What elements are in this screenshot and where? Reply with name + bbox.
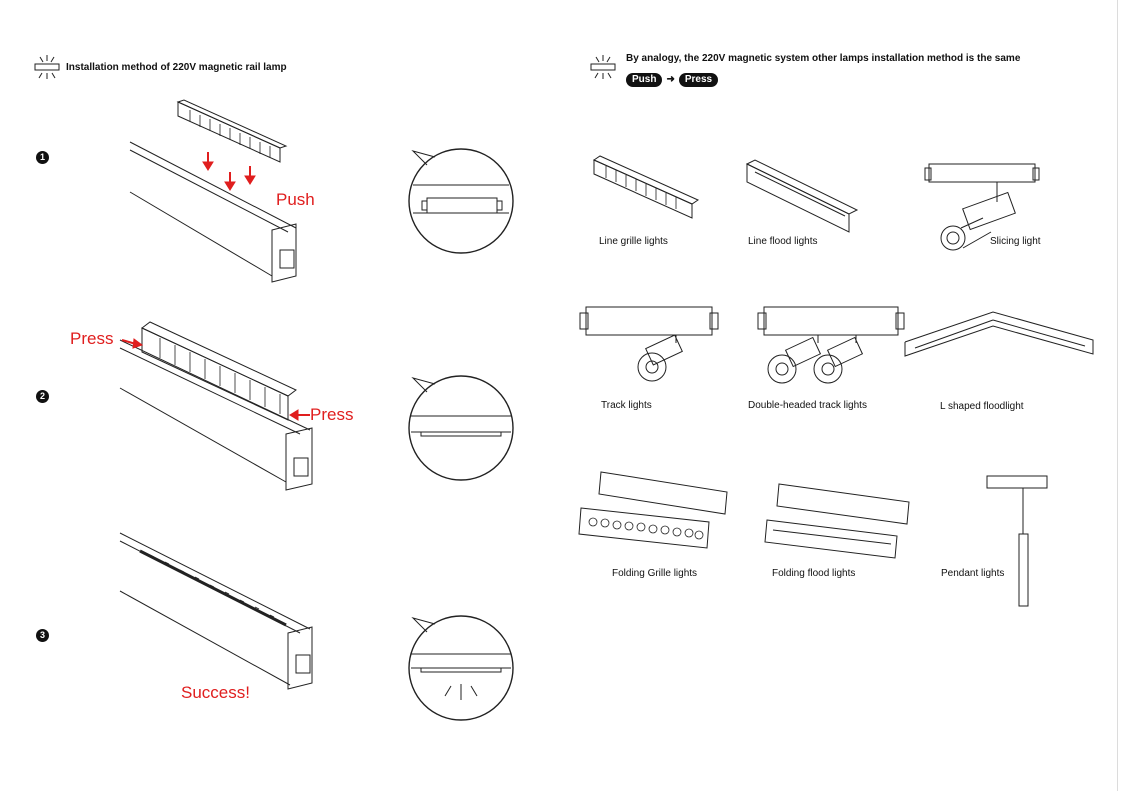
- lamp-caption: Track lights: [601, 400, 652, 411]
- line-flood-light-drawing: [745, 159, 859, 233]
- step-2-number: 2: [36, 390, 49, 403]
- step-3-rail-illustration: [119, 532, 313, 690]
- folding-grille-light-drawing: [578, 471, 728, 549]
- pendant-light-drawing: [986, 475, 1048, 607]
- lamp-caption: Pendant lights: [941, 568, 1005, 579]
- press-label-left: Press: [70, 329, 114, 348]
- lamp-caption: Slicing light: [990, 236, 1041, 247]
- page-edge-divider: [1117, 0, 1118, 791]
- step-1-number: 1: [36, 151, 49, 164]
- lamp-caption: Folding flood lights: [772, 568, 856, 579]
- step-1-zoom-circle: [408, 148, 514, 254]
- lamp-caption: Double-headed track lights: [748, 400, 867, 411]
- step-3-number: 3: [36, 629, 49, 642]
- lamp-caption: Line grille lights: [599, 236, 668, 247]
- right-heading: By analogy, the 220V magnetic system oth…: [626, 53, 1021, 64]
- step-3-zoom-circle: [408, 615, 514, 721]
- step-2-rail-illustration: [119, 321, 313, 491]
- track-light-drawing: [579, 306, 719, 382]
- lamp-caption: Line flood lights: [748, 236, 818, 247]
- lamp-caption: L shaped floodlight: [940, 401, 1024, 412]
- step-1-rail-illustration: [129, 99, 297, 283]
- press-pill: Press: [678, 73, 719, 87]
- light-bulb-icon: [590, 55, 616, 79]
- light-bulb-icon: [34, 55, 60, 79]
- lamp-caption: Folding Grille lights: [612, 568, 698, 579]
- push-press-legend: Push➜Press: [626, 69, 719, 87]
- folding-flood-light-drawing: [764, 483, 910, 559]
- step-2-zoom-circle: [408, 375, 514, 481]
- push-pill: Push: [626, 73, 663, 87]
- success-label: Success!: [181, 683, 250, 702]
- left-heading: Installation method of 220V magnetic rai…: [66, 62, 287, 73]
- push-label: Push: [276, 190, 315, 209]
- arrow-icon: ➜: [666, 74, 675, 85]
- press-label-right: Press: [310, 405, 354, 424]
- double-headed-track-light-drawing: [757, 306, 905, 384]
- line-grille-light-drawing: [592, 155, 700, 219]
- slicing-light-drawing: [924, 163, 1040, 251]
- l-shaped-floodlight-drawing: [904, 311, 1094, 357]
